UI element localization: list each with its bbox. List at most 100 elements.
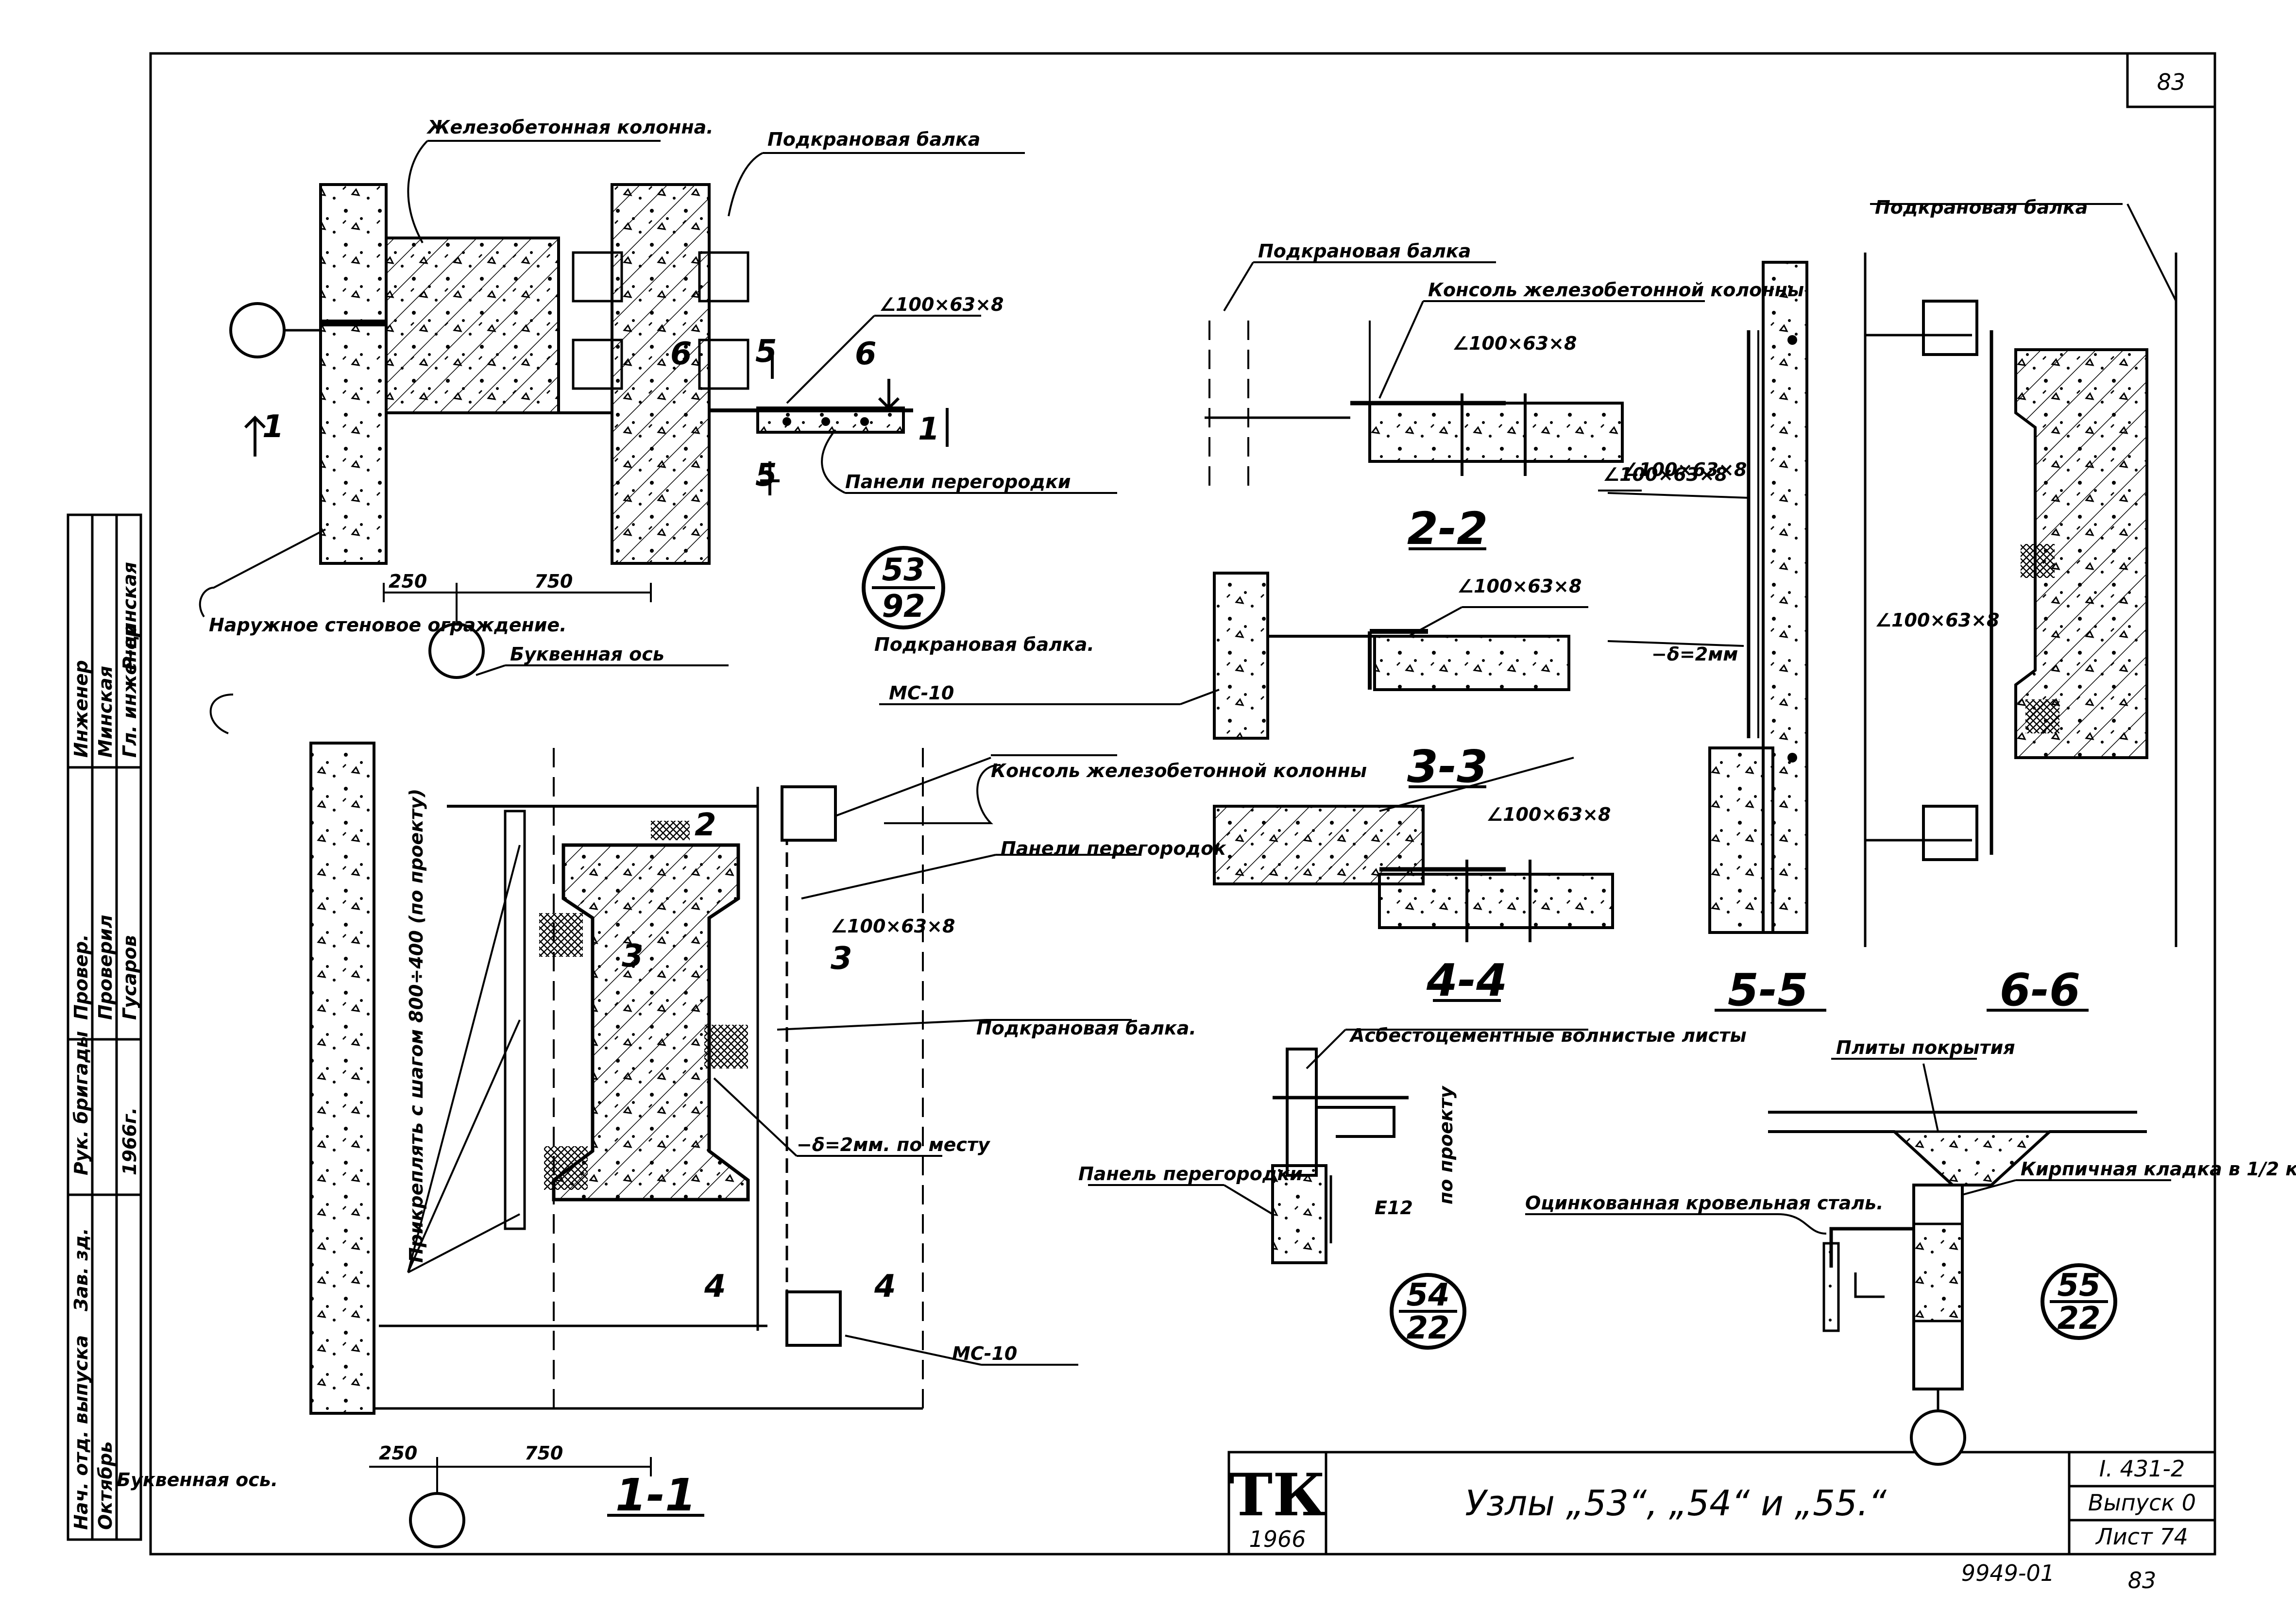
title-block-texts: ТК 1966 Узлы „53“, „54“ и „55.“ I. 431-2… bbox=[1229, 1456, 2196, 1552]
section-3-3 bbox=[1213, 785, 1614, 942]
stamp-r1-c3: Проверил bbox=[95, 915, 116, 1020]
marker-sec-4b: 4 bbox=[874, 1269, 896, 1305]
stamp-r0-c0: Нач. отд. выпуска bbox=[70, 1335, 92, 1530]
marker-sec-1: 1 bbox=[262, 409, 284, 445]
marker-sec-4: 4 bbox=[704, 1269, 726, 1305]
label-crane-beam-section: Подкрановая балка. bbox=[976, 1017, 1196, 1039]
section-6-6 bbox=[1864, 253, 2177, 1012]
label-partition-panel-44: Панель перегородки bbox=[1078, 1163, 1303, 1185]
label-angle-g: ∠100×63×8 bbox=[1622, 459, 1747, 480]
label-brick-masonry: Кирпичная кладка в 1/2 кирпича. bbox=[2021, 1158, 2296, 1180]
node-ref-54 bbox=[1390, 1273, 1466, 1350]
stamp-r1-c2: Провер. bbox=[70, 934, 92, 1020]
label-rc-column: Железобетонная колонна. bbox=[426, 117, 714, 138]
label-angle-h: ∠100×63×8 bbox=[1875, 610, 1999, 631]
axis-marker-plan bbox=[229, 302, 286, 358]
label-plate-2mm: −δ=2мм. по месту bbox=[797, 1134, 991, 1155]
node-ref-55 bbox=[2041, 1263, 2117, 1340]
title-block-year: 1966 bbox=[1249, 1526, 1306, 1552]
marker-sec-1b: 1 bbox=[918, 411, 940, 447]
title-section-6-6: 6-6 bbox=[2000, 964, 2080, 1016]
node-ref-54-top: 54 bbox=[1406, 1277, 1449, 1313]
stamp-r1-c1: Гусаров bbox=[119, 935, 140, 1020]
issue-number: Выпуск 0 bbox=[2088, 1490, 2196, 1516]
marker-sec-5: 5 bbox=[755, 458, 777, 493]
label-partition-panels-top: Панели перегородки bbox=[845, 471, 1071, 492]
section-markers: 1 1 5 5 6 6 3 3 2 4 4 1-1 2-2 3-3 4-4 5-… bbox=[262, 334, 2080, 1521]
series-number: I. 431-2 bbox=[2099, 1456, 2185, 1482]
label-angle-f: ∠100×63×8 bbox=[831, 915, 955, 937]
label-angle-a: ∠100×63×8 bbox=[879, 294, 1003, 315]
label-console-top: Консоль железобетонной колонны bbox=[1428, 279, 1804, 301]
stamp-r2-c0: Инженер bbox=[70, 660, 92, 758]
plan-view bbox=[229, 183, 949, 679]
page-number: 83 bbox=[2157, 69, 2186, 95]
label-fasten-vertical: Прикреплять с шагом 800÷400 (по проекту) bbox=[406, 789, 427, 1263]
outer-wall-section bbox=[309, 742, 375, 1415]
node-ref-54-bottom: 22 bbox=[1406, 1310, 1449, 1346]
label-asbestos-sheets: Асбестоцементные волнистые листы bbox=[1349, 1025, 1747, 1046]
footer-page-number: 83 bbox=[2128, 1567, 2157, 1593]
label-by-project: по проекту bbox=[1435, 1085, 1457, 1204]
label-plate-2mm-s5: −δ=2мм bbox=[1651, 644, 1738, 665]
dim-750-bottom: 750 bbox=[525, 1442, 563, 1464]
title-section-2-2: 2-2 bbox=[1407, 503, 1488, 555]
section-2-2 bbox=[1213, 547, 1570, 740]
title-block bbox=[1227, 1451, 2216, 1556]
label-roof-slabs: Плиты покрытия bbox=[1836, 1037, 2015, 1058]
sheet-number: Лист 74 bbox=[2095, 1524, 2188, 1550]
page-number-box bbox=[2126, 52, 2216, 108]
title-section-1-1: 1-1 bbox=[615, 1469, 696, 1521]
node-55-detail bbox=[1768, 1111, 2147, 1466]
marker-sec-2: 2 bbox=[695, 807, 716, 843]
letter-axis-marker-bottom bbox=[409, 1492, 465, 1548]
label-crane-beam-right: Подкрановая балка bbox=[1875, 197, 2088, 218]
side-stamp bbox=[67, 513, 142, 1541]
node-ref-53-top: 53 bbox=[882, 552, 925, 588]
label-outer-wall: Наружное стеновое ограждение. bbox=[209, 614, 567, 636]
node-ref-55-bottom: 22 bbox=[2057, 1301, 2100, 1337]
marker-sec-6: 6 bbox=[855, 336, 877, 372]
archive-number: 9949-01 bbox=[1961, 1560, 2055, 1586]
label-angle-e: ∠100×63×8 bbox=[1486, 804, 1611, 825]
annotation-texts: Железобетонная колонна. Подкрановая балк… bbox=[117, 117, 2296, 1491]
label-angle-c: ∠100×63×8 bbox=[1603, 464, 1727, 485]
label-e12: Е12 bbox=[1375, 1197, 1413, 1219]
section-2-2-top bbox=[1205, 321, 1624, 491]
stamp-r2-c1: Минская bbox=[95, 666, 116, 758]
title-section-5-5: 5-5 bbox=[1728, 964, 1808, 1016]
label-crane-beam-mid: Подкрановая балка. bbox=[874, 634, 1094, 655]
marker-sec-6b: 6 bbox=[670, 336, 692, 372]
label-letter-axis-bottom: Буквенная ось. bbox=[117, 1469, 278, 1491]
dim-250-bottom: 250 bbox=[379, 1442, 417, 1464]
label-angle-d: ∠100×63×8 bbox=[1457, 576, 1582, 597]
stamp-r1-c0: Рук. бригады bbox=[70, 1031, 92, 1175]
label-partition-panels-mid: Панели перегородок bbox=[1001, 838, 1226, 859]
stamp-r2-c2: Гл. инженер bbox=[119, 624, 140, 758]
stamp-r0-c1: Октябрь bbox=[95, 1441, 116, 1530]
outer-wall-plan bbox=[319, 183, 388, 565]
section-4-4 bbox=[1271, 999, 1501, 1264]
label-angle-b: ∠100×63×8 bbox=[1452, 333, 1577, 354]
title-section-3-3: 3-3 bbox=[1407, 741, 1488, 793]
stamp-r0-c3: 1966г. bbox=[119, 1107, 140, 1175]
marker-sec-5b: 5 bbox=[755, 334, 777, 370]
stamp-r0-c2: Зав. зд. bbox=[70, 1228, 92, 1312]
title-section-4-4: 4-4 bbox=[1426, 954, 1507, 1006]
marker-sec-3b: 3 bbox=[622, 938, 644, 974]
dim-750-top: 750 bbox=[534, 571, 573, 592]
sheet-frame bbox=[149, 52, 2216, 1556]
dim-250-top: 250 bbox=[389, 571, 427, 592]
label-letter-axis-top: Буквенная ось bbox=[510, 644, 664, 665]
label-console-3-3: Консоль железобетонной колонны bbox=[991, 760, 1367, 781]
mc10-bottom-plate bbox=[785, 1290, 842, 1347]
letter-axis-marker-top bbox=[428, 623, 485, 679]
label-mc10-bottom: МС-10 bbox=[952, 1343, 1017, 1364]
mc10-top-plate bbox=[781, 785, 837, 842]
node-ref-53-bottom: 92 bbox=[882, 589, 925, 625]
node-ref-55-top: 55 bbox=[2057, 1268, 2100, 1304]
label-galv-steel: Оцинкованная кровельная сталь. bbox=[1525, 1192, 1884, 1214]
organization-logo: ТК bbox=[1229, 1461, 1326, 1529]
section-1-1 bbox=[309, 742, 924, 1548]
